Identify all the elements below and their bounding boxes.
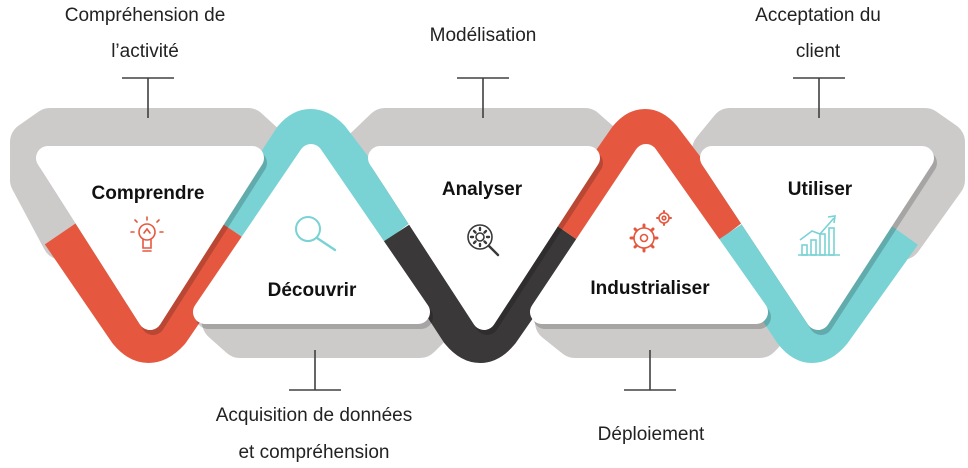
- gear-magnifier-icon: [467, 224, 500, 257]
- lightbulb-icon: [130, 216, 164, 252]
- band-segment-analyser: [379, 219, 585, 363]
- color-band: [44, 109, 918, 363]
- annotation-bottom-1-line-2: et compréhension: [238, 442, 389, 463]
- connector-bottom-1: [289, 350, 341, 391]
- gray-band-mid: [342, 108, 630, 170]
- annotation-bottom-1-line-1: Acquisition de données: [216, 405, 412, 426]
- annotation-top-3-line-2: client: [796, 41, 841, 62]
- triangle-comprendre: [36, 146, 264, 330]
- band-segment-decouvrir: [216, 109, 416, 246]
- stage-title-utiliser: Utiliser: [788, 179, 853, 200]
- stage-title-analyser: Analyser: [442, 179, 523, 200]
- connector-top-2: [457, 77, 509, 118]
- band-segment-industrialiser: [547, 109, 748, 246]
- gray-band-left: [10, 108, 292, 260]
- triangle-utiliser: [700, 146, 934, 330]
- annotation-top-1-line-2: l’activité: [111, 41, 179, 62]
- gears-icon: [629, 210, 672, 253]
- band-segment-utiliser: [711, 219, 918, 363]
- triangle-industrialiser: [530, 144, 768, 324]
- connector-top-1: [122, 77, 174, 118]
- connector-bottom-2: [624, 350, 676, 391]
- stage-title-decouvrir: Découvrir: [268, 280, 357, 301]
- band-segment-comprendre: [44, 219, 254, 363]
- stage-title-comprendre: Comprendre: [92, 183, 205, 204]
- annotation-top-2: Modélisation: [430, 25, 537, 46]
- annotation-bottom-2: Déploiement: [598, 424, 705, 445]
- gray-band-right: [692, 108, 965, 260]
- magnifier-icon: [295, 216, 337, 252]
- connector-top-3: [793, 77, 845, 118]
- annotation-top-3-line-1: Acceptation du: [755, 5, 881, 26]
- triangle-decouvrir: [193, 144, 430, 324]
- growth-chart-icon: [798, 215, 840, 256]
- connectors: [122, 77, 845, 391]
- annotation-top-1-line-1: Compréhension de: [65, 5, 226, 26]
- stage-title-industrialiser: Industrialiser: [590, 278, 710, 299]
